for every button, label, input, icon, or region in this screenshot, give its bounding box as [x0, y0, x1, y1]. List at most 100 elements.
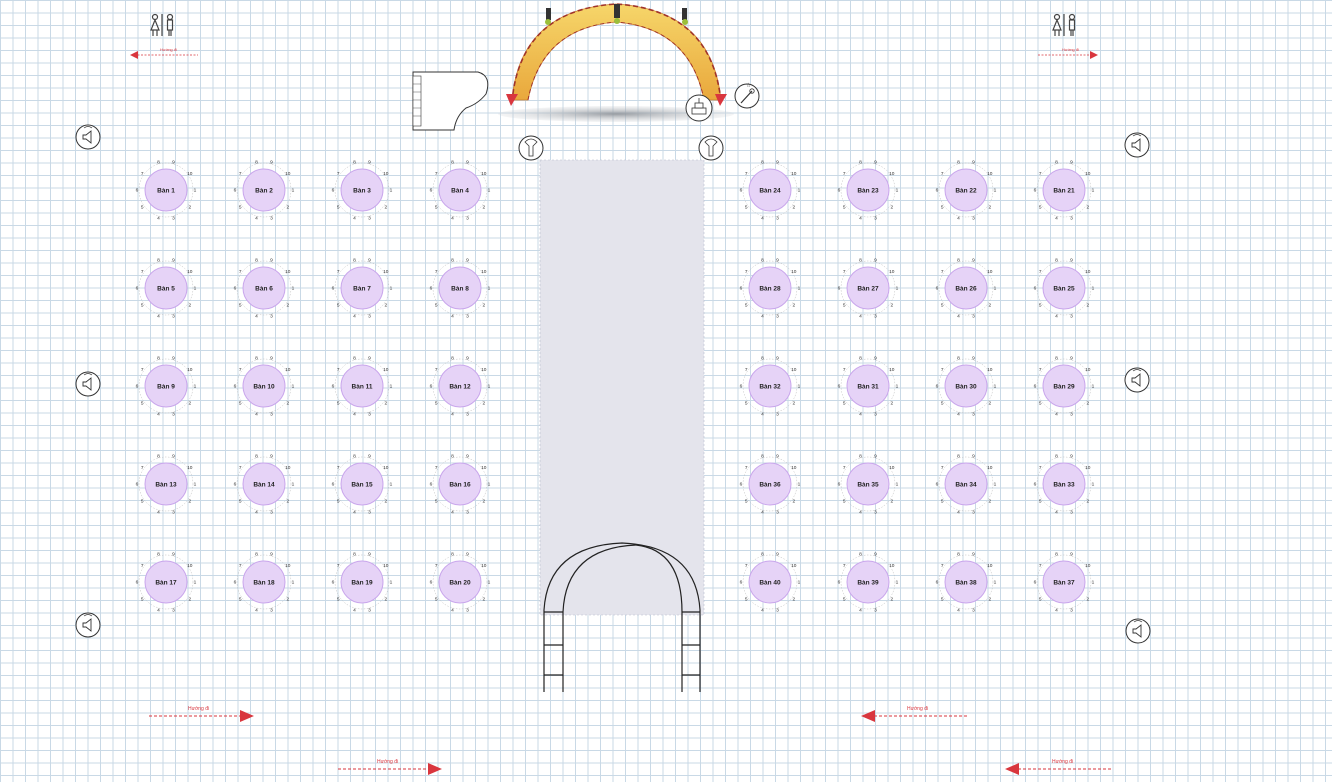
seat-number: 10 [791, 367, 797, 373]
seat-number: 5 [337, 400, 340, 406]
seat-number: 5 [745, 400, 748, 406]
seat-number: 10 [889, 465, 895, 471]
table-label: Bàn 31 [857, 383, 879, 390]
seat-number: 6 [838, 384, 841, 390]
seat-number: 1 [488, 188, 491, 194]
table-top [748, 364, 792, 408]
seat-number: 2 [384, 596, 387, 602]
seat-number: 8 [957, 160, 960, 166]
seat-number: 9 [270, 552, 273, 558]
seat-ring [1036, 358, 1092, 414]
seat-number: 2 [188, 498, 191, 504]
seat-number: 8 [157, 258, 160, 264]
seat-number: 2 [482, 204, 485, 210]
seat-number: 1 [194, 286, 197, 292]
grand-piano-icon [412, 71, 489, 131]
seat-number: 6 [136, 482, 139, 488]
direction-label: Hướng đi [377, 759, 398, 765]
direction-label: Hướng đi [160, 47, 177, 52]
seat-number: 1 [896, 188, 899, 194]
speaker-icon [1124, 132, 1150, 158]
table-label: Bàn 24 [759, 187, 781, 194]
seat-number: 1 [994, 384, 997, 390]
seat-number: 1 [798, 188, 801, 194]
seat-number: 5 [239, 400, 242, 406]
table-top [846, 462, 890, 506]
seat-number: 2 [384, 204, 387, 210]
seat-number: 1 [488, 580, 491, 586]
seat-ring [840, 554, 896, 610]
svg-text:☆: ☆ [746, 82, 751, 89]
seat-number: 10 [481, 171, 487, 177]
seat-number: 9 [972, 454, 975, 460]
seat-number: 6 [332, 384, 335, 390]
table-top [340, 168, 384, 212]
seat-number: 3 [972, 412, 975, 418]
seat-number: 4 [761, 412, 764, 418]
seat-number: 9 [466, 552, 469, 558]
seat-number: 4 [859, 314, 862, 320]
seat-number: 10 [889, 563, 895, 569]
seat-number: 7 [239, 367, 242, 373]
seat-number: 3 [270, 216, 273, 222]
seat-number: 3 [972, 216, 975, 222]
seat-ring [138, 358, 194, 414]
seat-number: 10 [1085, 171, 1091, 177]
seat-number: 2 [482, 302, 485, 308]
seat-number: 3 [466, 510, 469, 516]
seat-number: 1 [194, 384, 197, 390]
seat-number: 8 [859, 356, 862, 362]
seat-number: 9 [368, 258, 371, 264]
seat-number: 2 [890, 596, 893, 602]
seat-number: 7 [745, 563, 748, 569]
seat-number: 2 [188, 302, 191, 308]
seat-number: 10 [285, 269, 291, 275]
seat-number: 4 [255, 216, 258, 222]
seat-number: 8 [859, 454, 862, 460]
seat-number: 4 [451, 510, 454, 516]
seat-number: 8 [157, 552, 160, 558]
seat-number: 8 [255, 356, 258, 362]
seat-number: 8 [255, 258, 258, 264]
